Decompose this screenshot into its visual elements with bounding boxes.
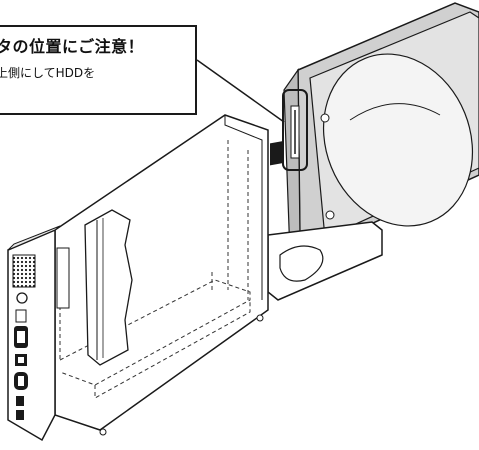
callout-box: タの位置にご注意！ 上側にしてHDDを bbox=[0, 25, 197, 115]
callout-leader-line bbox=[196, 59, 285, 123]
drive-tray bbox=[267, 221, 383, 301]
front-panel bbox=[7, 225, 61, 442]
power-led-icon bbox=[15, 309, 27, 323]
sata-connector-icon bbox=[290, 105, 300, 159]
case-inner-dashed bbox=[59, 140, 251, 399]
speaker-grille-icon bbox=[12, 254, 36, 288]
sata-connector-highlight bbox=[282, 89, 308, 171]
screw-hole bbox=[99, 428, 107, 436]
switch-port-icon bbox=[16, 396, 24, 406]
callout-title: タの位置にご注意！ bbox=[0, 37, 145, 56]
screw-hole bbox=[256, 314, 264, 322]
internal-connector-board bbox=[56, 209, 133, 366]
hard-disk-drive bbox=[283, 2, 479, 257]
switch-port-icon bbox=[16, 410, 24, 420]
callout-body: 上側にしてHDDを bbox=[0, 66, 96, 80]
power-button-icon bbox=[16, 292, 28, 304]
